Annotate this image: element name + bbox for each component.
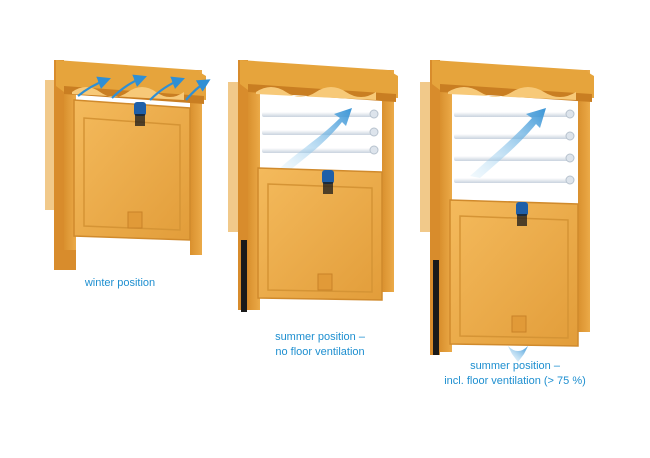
support-rods (454, 109, 575, 185)
flap-panel (257, 167, 383, 301)
caption-line: incl. floor ventilation (> 75 %) (444, 375, 586, 387)
frame-post-left (64, 62, 76, 270)
caption-line: no floor ventilation (275, 346, 365, 358)
flap-handle-icon (516, 202, 528, 216)
flap-handle-icon (134, 102, 146, 116)
flap-inner-panel (267, 183, 373, 293)
flap-handle-slot (135, 114, 145, 126)
flap-handle-icon (322, 170, 334, 184)
flap-inner-panel (83, 117, 181, 231)
caption-line: summer position – (470, 360, 560, 372)
rear-post (430, 60, 440, 355)
flap-panel (73, 99, 191, 241)
frame-post-left (248, 62, 260, 310)
frame-post-right (190, 70, 202, 255)
flap-handle-slot (517, 214, 527, 226)
floor-airflow-arrow-icon (508, 346, 528, 362)
support-rods (262, 109, 379, 155)
airflow-arrow-icon (77, 74, 211, 101)
caption-winter-position: winter position (55, 276, 185, 291)
caption-summer-floor-ventilation: summer position – incl. floor ventilatio… (410, 359, 620, 389)
frame-foot-left (64, 250, 76, 270)
frame-post-right (382, 70, 394, 292)
airflow-arrow-icon (470, 108, 546, 178)
flap-bottom-notch (511, 315, 527, 333)
caption-summer-position: summer position – no floor ventilation (240, 330, 400, 360)
frame-post-left (440, 62, 452, 352)
flap-bottom-notch (317, 273, 333, 291)
airflow-arrow-icon (280, 108, 352, 170)
flap-panel (449, 199, 579, 347)
rear-post (238, 60, 248, 310)
unit-winter-position (45, 60, 211, 270)
top-wave-opening (448, 87, 576, 100)
flap-inner-panel (459, 215, 569, 339)
unit-summer-position (228, 60, 398, 312)
floor-seal (241, 240, 247, 312)
frame-post-right (578, 70, 590, 332)
flap-bottom-notch (127, 211, 143, 229)
unit-summer-floor-ventilation (420, 60, 594, 362)
caption-line: summer position – (275, 331, 365, 343)
flap-handle-slot (323, 182, 333, 194)
rear-post (54, 60, 64, 270)
caption-line: winter position (84, 277, 156, 289)
top-wave-opening (256, 87, 376, 100)
floor-seal (433, 260, 439, 355)
top-wave-opening (72, 87, 184, 100)
